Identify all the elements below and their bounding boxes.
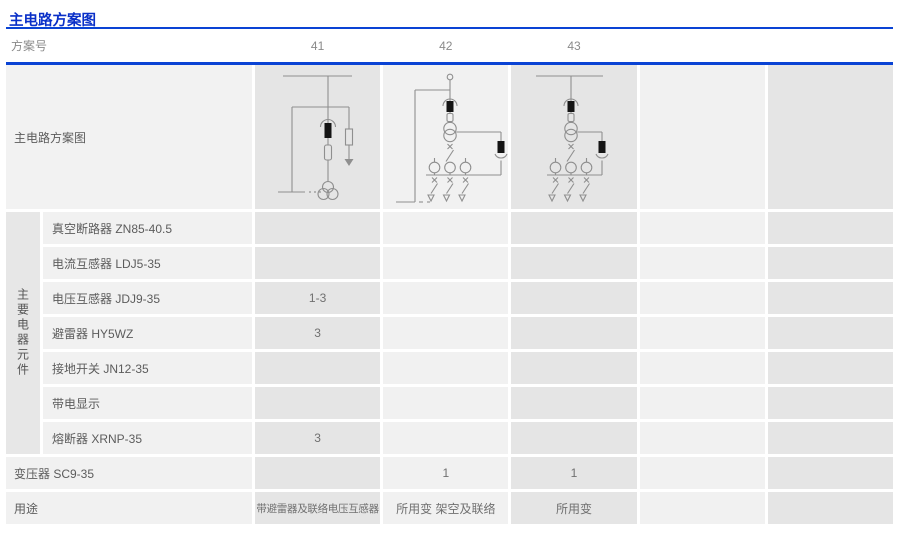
component-row-label: 电压互感器 JDJ9-35 bbox=[43, 282, 252, 314]
value-cell bbox=[383, 317, 509, 349]
single-line-diagram-41 bbox=[278, 75, 354, 201]
value-cell: 1 bbox=[383, 457, 509, 489]
single-line-diagram-43 bbox=[536, 75, 609, 203]
catalog-page: 主电路方案图 方案号 41 42 43 主电路方案图 bbox=[6, 13, 893, 524]
value-cell bbox=[383, 387, 509, 419]
scheme-41-header: 41 bbox=[310, 38, 325, 53]
value-cell bbox=[767, 422, 893, 454]
value-cell bbox=[511, 352, 637, 384]
value-cell bbox=[511, 387, 637, 419]
scheme-42-header: 42 bbox=[439, 38, 453, 53]
component-row-label: 避雷器 HY5WZ bbox=[43, 317, 252, 349]
component-row-label: 接地开关 JN12-35 bbox=[43, 352, 252, 384]
value-cell bbox=[767, 352, 893, 384]
value-cell: 3 bbox=[255, 422, 381, 454]
value-cell bbox=[255, 352, 381, 384]
value-cell bbox=[511, 212, 637, 244]
scheme-empty-header-1 bbox=[640, 29, 765, 62]
value-cell: 1 bbox=[511, 457, 637, 489]
value-cell bbox=[511, 282, 637, 314]
value-cell bbox=[383, 282, 509, 314]
components-group-label: 主要电器元件 bbox=[6, 212, 40, 454]
diagram-empty-cell-1 bbox=[639, 65, 765, 209]
value-cell bbox=[639, 317, 765, 349]
value-cell bbox=[255, 212, 381, 244]
single-line-diagram-42 bbox=[396, 73, 508, 203]
transformer-row: 变压器 SC9-35 1 1 bbox=[6, 457, 893, 489]
value-cell: 1-3 bbox=[255, 282, 381, 314]
scheme-number-label: 方案号 bbox=[11, 39, 48, 53]
diagram-row: 主电路方案图 bbox=[6, 65, 893, 209]
value-cell bbox=[767, 247, 893, 279]
value-cell: 3 bbox=[255, 317, 381, 349]
value-cell bbox=[639, 492, 765, 524]
scheme-empty-header-2 bbox=[768, 29, 893, 62]
value-cell bbox=[639, 457, 765, 489]
value-cell bbox=[767, 317, 893, 349]
value-cell bbox=[639, 422, 765, 454]
top-divider bbox=[6, 27, 893, 29]
scheme-43-header: 43 bbox=[567, 38, 581, 53]
value-cell bbox=[767, 387, 893, 419]
usage-row: 用途 带避雷器及联络电压互感器 所用变 架空及联络 所用变 bbox=[6, 492, 893, 524]
diagram-row-label: 主电路方案图 bbox=[6, 65, 252, 209]
value-cell bbox=[383, 422, 509, 454]
scheme-41-diagram bbox=[255, 65, 381, 209]
value-cell bbox=[639, 212, 765, 244]
transformer-row-label: 变压器 SC9-35 bbox=[6, 457, 252, 489]
value-cell bbox=[383, 212, 509, 244]
value-cell bbox=[639, 247, 765, 279]
component-row-label: 电流互感器 LDJ5-35 bbox=[43, 247, 252, 279]
value-cell bbox=[255, 457, 381, 489]
value-cell: 带避雷器及联络电压互感器 bbox=[255, 492, 381, 524]
component-row-label: 带电显示 bbox=[43, 387, 252, 419]
value-cell: 所用变 架空及联络 bbox=[383, 492, 509, 524]
value-cell bbox=[255, 247, 381, 279]
value-cell bbox=[511, 422, 637, 454]
value-cell bbox=[639, 282, 765, 314]
value-cell bbox=[383, 352, 509, 384]
diagram-empty-cell-2 bbox=[767, 65, 893, 209]
value-cell bbox=[767, 212, 893, 244]
value-cell bbox=[767, 282, 893, 314]
value-cell bbox=[767, 457, 893, 489]
usage-row-label: 用途 bbox=[6, 492, 252, 524]
value-cell bbox=[767, 492, 893, 524]
value-cell bbox=[511, 247, 637, 279]
header-divider bbox=[6, 62, 893, 65]
value-cell bbox=[639, 352, 765, 384]
table-header-row: 方案号 41 42 43 bbox=[6, 29, 893, 62]
value-cell bbox=[383, 247, 509, 279]
scheme-43-diagram bbox=[511, 65, 637, 209]
value-cell: 所用变 bbox=[511, 492, 637, 524]
page-title: 主电路方案图 bbox=[9, 13, 96, 29]
value-cell bbox=[255, 387, 381, 419]
component-row-label: 熔断器 XRNP-35 bbox=[43, 422, 252, 454]
scheme-42-diagram bbox=[383, 65, 509, 209]
value-cell bbox=[511, 317, 637, 349]
value-cell bbox=[639, 387, 765, 419]
component-row-label: 真空断路器 ZN85-40.5 bbox=[43, 212, 252, 244]
components-section: 主要电器元件 真空断路器 ZN85-40.5 电流互感器 LDJ5-35 电压互… bbox=[6, 212, 893, 454]
